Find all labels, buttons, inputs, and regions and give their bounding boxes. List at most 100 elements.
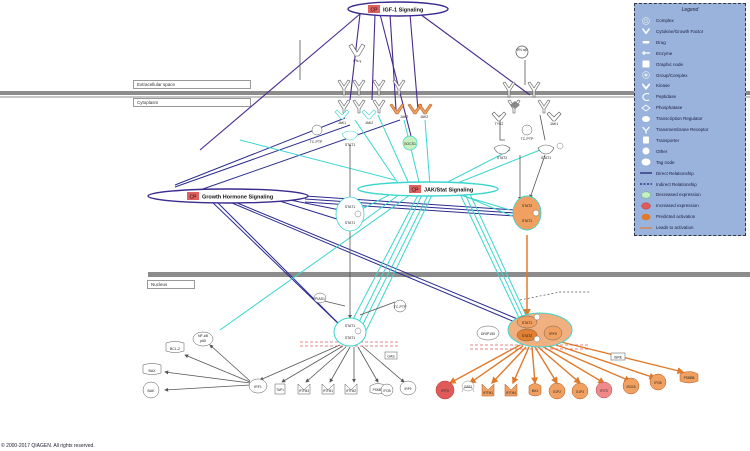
isg15-label: ISG15 xyxy=(626,385,635,389)
extracellular-label: Extracellular space xyxy=(133,80,251,89)
orange-arrow-icon xyxy=(639,224,653,232)
ifit3b-label: IFIT3 xyxy=(600,389,608,393)
ifi35-right-node[interactable]: IFI35 xyxy=(649,373,667,391)
enzyme-icon xyxy=(639,49,653,57)
orange-fill-icon xyxy=(639,213,653,221)
stat2-stat1-complex[interactable]: STAT2 STAT1 xyxy=(512,195,542,231)
jakstat-edges xyxy=(219,114,541,334)
tcptp-left-label: TC-PTP xyxy=(310,140,323,144)
tyk2-diamond xyxy=(510,101,520,109)
legend-item: Predicted activation xyxy=(639,212,695,221)
legend-item: Other xyxy=(639,147,667,156)
pias1-node[interactable]: PIAS1 xyxy=(313,292,327,304)
stat1-cyto-label: STAT1 xyxy=(345,143,355,147)
igf1-label: IGF-1 Signaling xyxy=(383,8,423,14)
irf9-left-node[interactable]: IRF9 xyxy=(399,380,417,396)
cytokine-icon xyxy=(639,27,653,35)
ifitm4-label: IFITM4 xyxy=(506,391,516,395)
tcptp-right-node[interactable]: TC-PTP xyxy=(521,124,534,141)
jak1-right-node[interactable]: JAK1 xyxy=(546,111,562,126)
stat2-cyto-label: STAT2 xyxy=(497,156,507,160)
stat1-dimer-cyto[interactable]: STAT1 STAT1 xyxy=(335,196,365,232)
gas-node[interactable]: GAS xyxy=(384,351,398,360)
legend-item-label: Kinase xyxy=(656,83,670,89)
ifit3-node[interactable]: IFIT3 xyxy=(435,380,455,400)
legend-item: Enzyme xyxy=(639,49,672,58)
g1p3-node[interactable]: G1P3 xyxy=(571,382,589,400)
drug-icon xyxy=(639,38,653,46)
ifitm3-node[interactable]: IFITM3 xyxy=(297,383,311,395)
irf1-node[interactable]: IRF1 xyxy=(248,378,268,394)
tap1-node[interactable]: TAP1 xyxy=(274,383,286,395)
jak1-left-label: JAK1 xyxy=(338,121,346,125)
ifn-ab-label: IFN α/β xyxy=(517,48,528,52)
red-fill-icon xyxy=(639,202,653,210)
ifi35-left-node[interactable]: IFI35 xyxy=(380,383,394,397)
ifitm4-node[interactable]: IFITM4 xyxy=(504,383,518,397)
jakstat-pathway-node[interactable]: CP JAK/Stat Signaling xyxy=(357,181,499,197)
bak-label: BAK xyxy=(147,389,155,393)
tyk2-node[interactable]: TYK2 xyxy=(491,111,507,126)
legend-item-label: Enzyme xyxy=(656,50,673,56)
gas-label: GAS xyxy=(387,355,395,359)
nfkb-node[interactable]: NF-κB p65 xyxy=(192,331,214,347)
bak-node[interactable]: BAK xyxy=(142,381,160,399)
oas1-node[interactable]: OAS1 xyxy=(461,380,475,393)
isre-node[interactable]: ISRE xyxy=(610,352,626,361)
ifit3b-node[interactable]: IFIT3 xyxy=(595,381,613,399)
jakstat-label: JAK/Stat Signaling xyxy=(424,188,473,194)
stat2-cyto-node[interactable]: STAT2 xyxy=(493,144,511,160)
stat1-nuc-bottom-label: STAT1 xyxy=(345,336,355,340)
legend-item-label: Cytokine/Growth Factor xyxy=(656,28,704,34)
peptidase-icon xyxy=(639,92,653,101)
ifitm2-node[interactable]: IFITM2 xyxy=(344,383,358,395)
tcptp-nuc-node[interactable]: TC-PTP xyxy=(394,299,407,313)
legend-item: Cytokine/Growth Factor xyxy=(639,27,703,36)
jak1-left-node[interactable]: JAK1 xyxy=(334,109,350,125)
irf1-label: IRF1 xyxy=(254,385,262,389)
stat1-nuc-top-label: STAT1 xyxy=(345,324,355,328)
ifitm1-left-node[interactable]: IFITM1 xyxy=(321,383,335,395)
ifitm1-right-node[interactable]: IFITM1 xyxy=(481,383,495,397)
stat1-dimer-nuc[interactable]: STAT1 STAT1 xyxy=(333,317,367,347)
gh-pathway-node[interactable]: CP Growth Hormone Signaling xyxy=(147,188,309,204)
mx1-node[interactable]: MX1 xyxy=(528,383,542,397)
bcl2-node[interactable]: BCL-2 xyxy=(165,341,185,353)
isgf3-complex[interactable]: STAT1 STAT2 IRF9 xyxy=(507,312,573,348)
ifng-receptors[interactable] xyxy=(337,79,406,114)
legend-item-label: Transcription Regulator xyxy=(656,116,703,122)
jak2-activated-receptors[interactable] xyxy=(389,103,433,115)
legend-item-label: Tag node xyxy=(656,159,675,165)
igf1-pathway-node[interactable]: CP IGF-1 Signaling xyxy=(347,1,449,17)
legend-item: Graphic node xyxy=(639,60,683,69)
p65-label: p65 xyxy=(200,339,206,343)
transcription-regulator-icon xyxy=(639,115,653,123)
igf1-tag: CP xyxy=(371,8,379,14)
stat1-cyto-right-node[interactable]: STAT1 xyxy=(537,142,564,160)
stat1-cyto-node[interactable]: STAT1 xyxy=(341,130,359,147)
pias1-label: PIAS1 xyxy=(315,297,325,301)
bcl2-label: BCL-2 xyxy=(170,347,180,351)
legend-title: Legend xyxy=(681,7,699,13)
legend-item: Group/Complex xyxy=(639,71,688,80)
legend-item-label: Transmembrane Receptor xyxy=(656,127,709,132)
isgf3-stat1-label: STAT1 xyxy=(522,321,532,325)
legend-item-label: Leads to activation xyxy=(656,225,694,231)
graphic-node-icon xyxy=(639,60,653,68)
legend-item-label: Graphic node xyxy=(656,61,684,67)
ifn-ab-node[interactable]: IFN α/β xyxy=(515,45,529,59)
ifitm1-left-label: IFITM1 xyxy=(323,389,333,393)
socs1-node[interactable]: SOCS1 xyxy=(402,135,418,151)
bax-node[interactable]: BAX xyxy=(142,363,162,375)
psmb8b-node[interactable]: PSMB8 xyxy=(679,371,699,384)
jak2-left-node[interactable]: JAK2 xyxy=(361,109,377,125)
isg15-node[interactable]: ISG15 xyxy=(622,377,640,395)
ifnab-receptors[interactable] xyxy=(502,81,551,114)
jak1-right-label: JAK1 xyxy=(550,122,558,126)
tcptp-left-node[interactable]: TC-PTP xyxy=(310,124,323,144)
g1p2-node[interactable]: G1P2 xyxy=(548,382,566,400)
drip150-node[interactable]: DRIP150 xyxy=(476,325,500,341)
ifn-gamma-node[interactable]: IFN-γ xyxy=(348,43,366,63)
